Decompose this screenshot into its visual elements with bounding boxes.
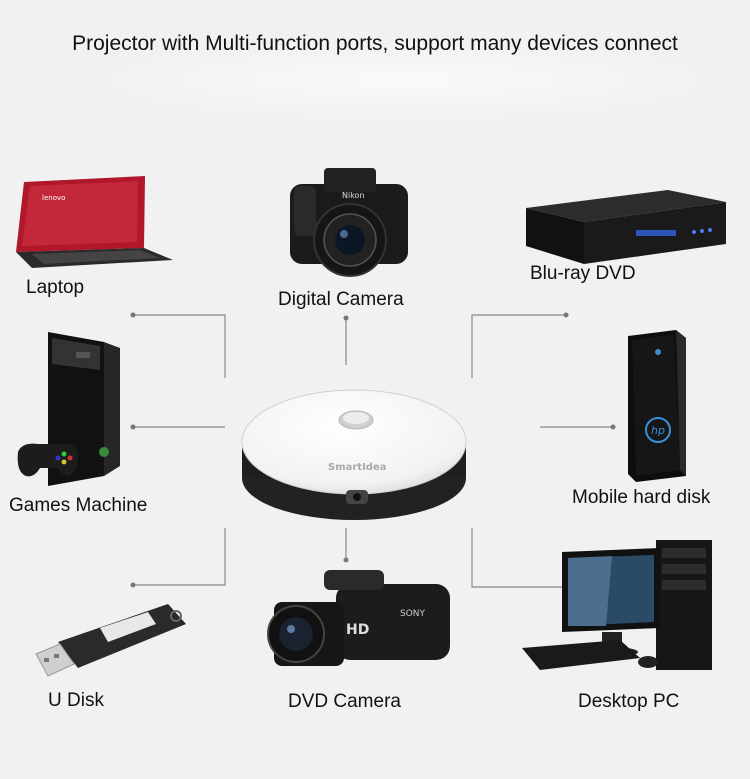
harddisk-image: hp: [628, 330, 686, 482]
projector-image: SmartIdea: [241, 389, 467, 520]
console-label: Games Machine: [9, 495, 148, 516]
camera-label: Digital Camera: [278, 289, 404, 310]
connector-laptop: [133, 314, 226, 378]
dvdcam-image: HD SONY: [267, 570, 450, 666]
svg-text:Nikon: Nikon: [342, 191, 365, 200]
console-image: [17, 332, 120, 486]
connector-udisk: [133, 528, 226, 586]
desktop-image: [522, 540, 712, 670]
harddisk-label: Mobile hard disk: [572, 487, 711, 508]
connector-desktop: [471, 528, 566, 588]
bluray-image: [526, 190, 726, 264]
laptop-image: lenovo: [16, 176, 173, 268]
connector-bluray: [471, 314, 566, 378]
svg-text:lenovo: lenovo: [42, 194, 65, 202]
laptop-label: Laptop: [26, 277, 85, 298]
desktop-label: Desktop PC: [578, 691, 680, 712]
udisk-image: [35, 604, 186, 677]
page-title: Projector with Multi-function ports, sup…: [72, 32, 678, 55]
projector-brand: SmartIdea: [328, 462, 387, 473]
svg-text:hp: hp: [651, 424, 665, 437]
svg-text:SONY: SONY: [400, 609, 426, 619]
camera-image: Nikon: [290, 168, 408, 277]
title-backdrop: [95, 40, 715, 120]
dvdcam-label: DVD Camera: [288, 691, 401, 712]
udisk-label: U Disk: [48, 690, 104, 711]
bluray-label: Blu-ray DVD: [530, 263, 636, 284]
svg-text:HD: HD: [346, 622, 369, 638]
